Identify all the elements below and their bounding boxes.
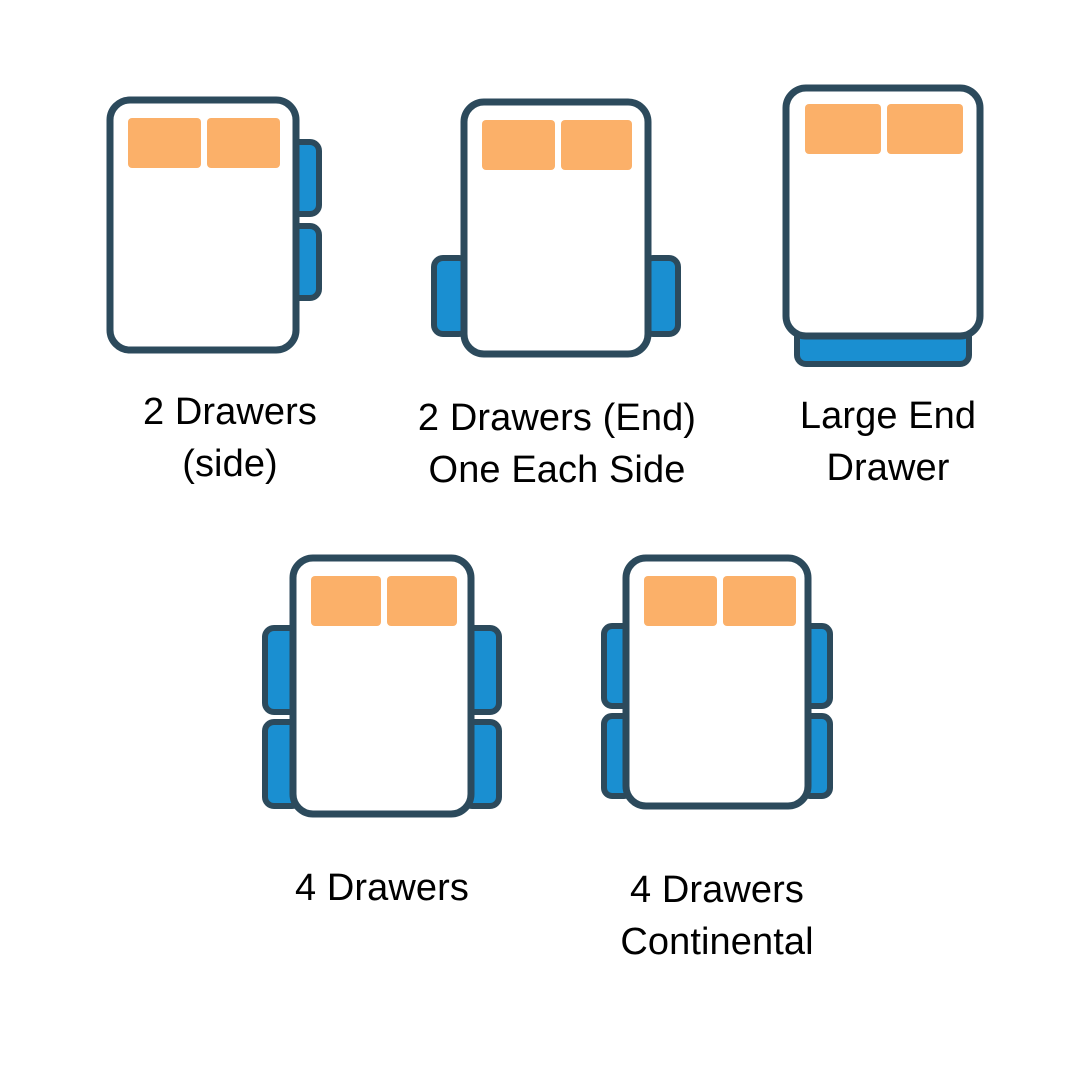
bed-two-drawers-end-icon xyxy=(431,98,681,358)
bed-four-drawers-icon xyxy=(262,554,502,818)
bed-option-label: 2 Drawers (End) One Each Side xyxy=(417,397,697,492)
bed-option-two-drawers-end[interactable]: 2 Drawers (End) One Each Side xyxy=(392,92,722,497)
bed-option-four-drawers-continental[interactable]: 4 Drawers Continental xyxy=(552,550,882,969)
bed-option-large-end-drawer[interactable]: Large End Drawer xyxy=(728,78,1048,495)
bed-four-drawers-continental-icon xyxy=(601,554,833,810)
bed-option-four-drawers[interactable]: 4 Drawers xyxy=(222,550,542,914)
bed-option-label: 2 Drawers (side) xyxy=(142,391,318,486)
bed-large-end-drawer-icon xyxy=(782,84,984,367)
bed-two-drawers-side-icon xyxy=(106,96,322,354)
bed-option-two-drawers-side[interactable]: 2 Drawers (side) xyxy=(70,92,390,491)
bed-option-label: 4 Drawers xyxy=(294,867,470,909)
bed-option-label: 4 Drawers Continental xyxy=(620,869,814,964)
bed-option-label: Large End Drawer xyxy=(799,395,977,490)
